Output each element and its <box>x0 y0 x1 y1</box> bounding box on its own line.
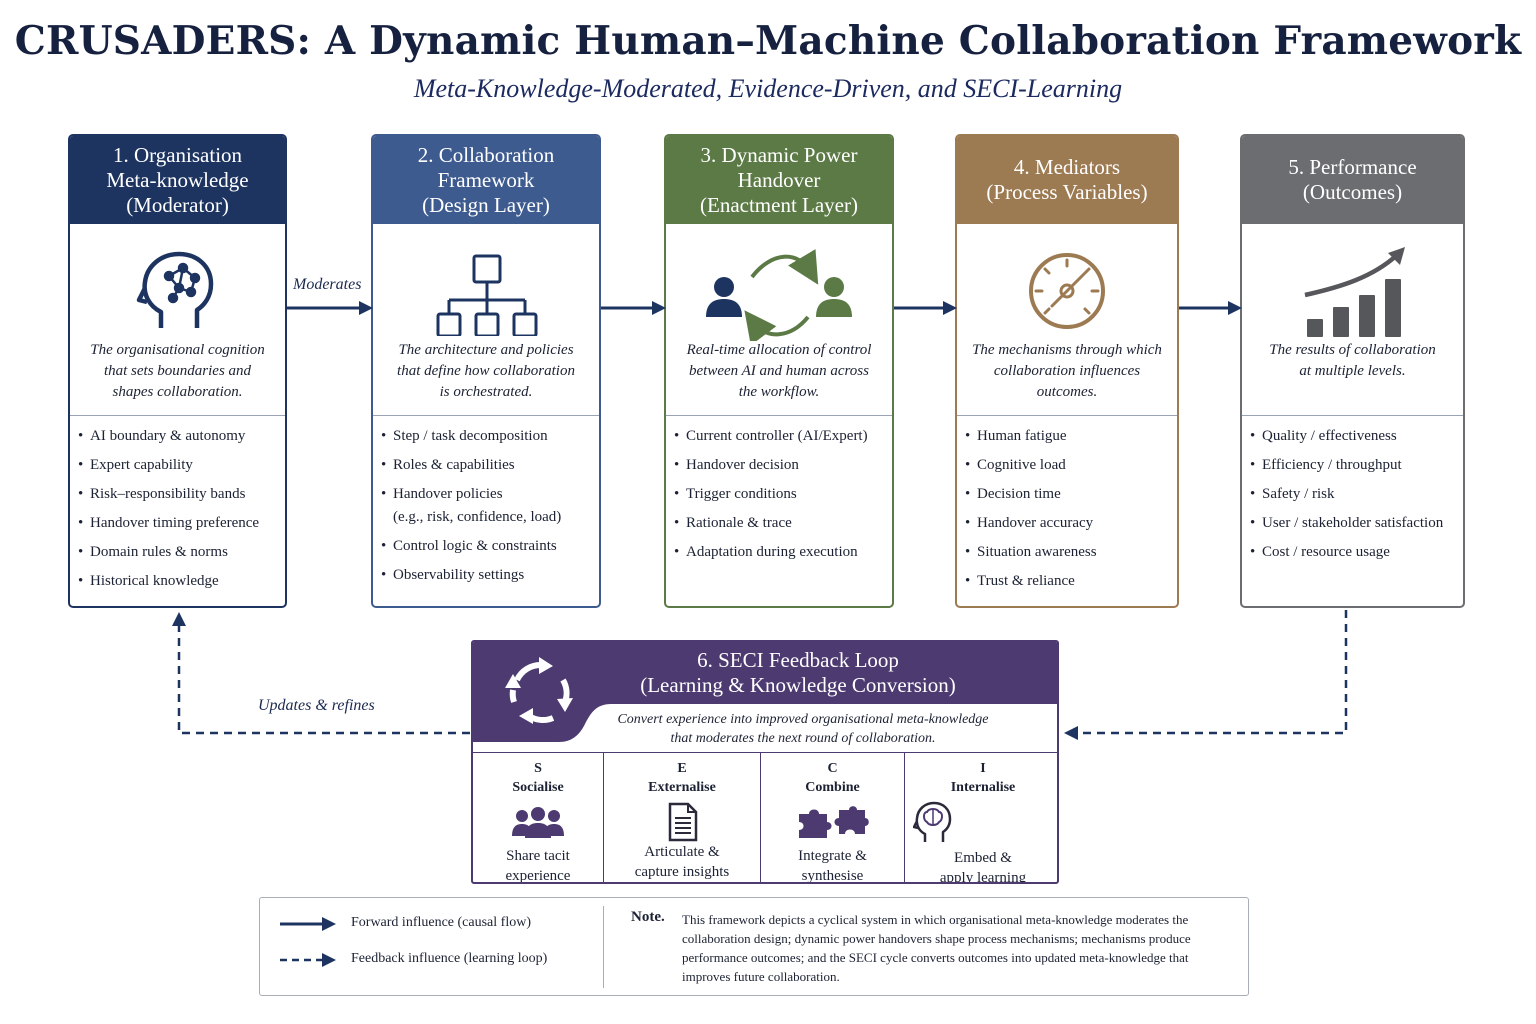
list-item: Trust & reliance <box>965 573 1173 590</box>
seci-feedback-loop: 6. SECI Feedback Loop (Learning & Knowle… <box>471 640 1059 884</box>
card-organisation-meta-knowledge: 1. Organisation Meta-knowledge (Moderato… <box>68 134 287 608</box>
page-subtitle: Meta-Knowledge-Moderated, Evidence-Drive… <box>413 74 1123 103</box>
growth-chart-icon <box>1304 247 1405 337</box>
divider <box>603 906 604 988</box>
list-item: Trigger conditions <box>674 486 888 503</box>
updates-label: Updates & refines <box>258 697 375 714</box>
card-description: The organisational cognition that sets b… <box>90 342 265 400</box>
divider <box>957 415 1177 416</box>
list-item: User / stakeholder satisfaction <box>1250 515 1459 532</box>
moderates-label: Moderates <box>293 276 362 293</box>
card-dynamic-power-handover: 3. Dynamic Power Handover (Enactment Lay… <box>664 134 894 608</box>
gauge-icon <box>1029 253 1105 329</box>
card-description: The results of collaboration at multiple… <box>1269 342 1436 379</box>
divider <box>473 752 1057 753</box>
divider <box>373 415 599 416</box>
list-item: Observability settings <box>381 567 595 584</box>
list-item: Cost / resource usage <box>1250 544 1459 561</box>
seci-socialise: S Socialise Share tacit experience <box>505 761 571 884</box>
list-item: Step / task decomposition <box>381 428 595 445</box>
brain-head-icon <box>136 251 213 328</box>
list-item: Domain rules & norms <box>78 544 281 561</box>
list-item: Human fatigue <box>965 428 1173 445</box>
list-item: Handover decision <box>674 457 888 474</box>
divider <box>603 753 604 882</box>
card-performance: 5. Performance (Outcomes) The results of… <box>1240 134 1465 608</box>
seci-combine: C Combine Integrate & synthesise <box>798 761 869 884</box>
card-description: The mechanisms through which collaborati… <box>972 342 1162 400</box>
brain-head-icon <box>913 801 952 842</box>
document-icon <box>668 802 698 842</box>
list-item: Expert capability <box>78 457 281 474</box>
legend-forward-arrow <box>280 917 336 931</box>
list-item: Handover timing preference <box>78 515 281 532</box>
list-item: Safety / risk <box>1250 486 1459 503</box>
list-item: Situation awareness <box>965 544 1173 561</box>
card-header: 5. Performance (Outcomes) <box>1242 136 1463 224</box>
page-title: CRUSADERS: A Dynamic Human–Machine Colla… <box>14 18 1522 64</box>
seci-externalise: E Externalise Articulate & capture insig… <box>634 761 730 880</box>
card-item-list: Step / task decomposition Roles & capabi… <box>381 428 595 596</box>
divider <box>70 415 285 416</box>
card-collaboration-framework: 2. Collaboration Framework (Design Layer… <box>371 134 601 608</box>
divider <box>760 753 761 882</box>
divider <box>666 415 892 416</box>
list-item: Handover policies(e.g., risk, confidence… <box>381 486 595 526</box>
card-header: 4. Mediators (Process Variables) <box>957 136 1177 224</box>
seci-header: 6. SECI Feedback Loop (Learning & Knowle… <box>640 648 956 697</box>
hierarchy-icon <box>436 254 538 336</box>
list-item: Adaptation during execution <box>674 544 888 561</box>
list-item: Rationale & trace <box>674 515 888 532</box>
card-description: Real-time allocation of control between … <box>686 342 872 400</box>
list-item: Cognitive load <box>965 457 1173 474</box>
card-item-list: AI boundary & autonomy Expert capability… <box>78 428 281 602</box>
feedback-arrow-to-seci <box>1064 610 1348 740</box>
feedback-arrow-to-meta-knowledge <box>172 612 470 735</box>
handover-cycle-icon <box>706 249 852 341</box>
card-item-list: Human fatigue Cognitive load Decision ti… <box>965 428 1173 602</box>
card-mediators: 4. Mediators (Process Variables) The mec… <box>955 134 1179 608</box>
list-item: Control logic & constraints <box>381 538 595 555</box>
card-item-list: Quality / effectiveness Efficiency / thr… <box>1250 428 1459 573</box>
card-header: 3. Dynamic Power Handover (Enactment Lay… <box>666 136 892 224</box>
seci-internalise: I Internalise Embed & apply learning <box>905 760 1057 882</box>
legend-forward-label: Forward influence (causal flow) <box>351 915 531 930</box>
seci-description: Convert experience into improved organis… <box>617 712 989 746</box>
list-item: Current controller (AI/Expert) <box>674 428 888 445</box>
note-text: This framework depicts a cyclical system… <box>682 912 1191 984</box>
card-header: 1. Organisation Meta-knowledge (Moderato… <box>70 136 285 224</box>
list-item: Handover accuracy <box>965 515 1173 532</box>
card-item-list: Current controller (AI/Expert) Handover … <box>674 428 888 573</box>
legend-feedback-label: Feedback influence (learning loop) <box>351 951 548 966</box>
list-item: Risk–responsibility bands <box>78 486 281 503</box>
list-item: AI boundary & autonomy <box>78 428 281 445</box>
seci-header-shape <box>473 642 1057 742</box>
list-item: Quality / effectiveness <box>1250 428 1459 445</box>
puzzle-icon <box>798 806 869 838</box>
list-item: Decision time <box>965 486 1173 503</box>
group-icon <box>512 807 564 838</box>
list-item: Efficiency / throughput <box>1250 457 1459 474</box>
legend-feedback-arrow <box>280 953 336 967</box>
divider <box>1242 415 1463 416</box>
note-label: Note. <box>631 909 665 925</box>
list-item: Historical knowledge <box>78 573 281 590</box>
card-description: The architecture and policies that defin… <box>397 342 575 400</box>
card-header: 2. Collaboration Framework (Design Layer… <box>373 136 599 224</box>
divider <box>904 753 905 882</box>
legend-box <box>259 897 1249 996</box>
list-item: Roles & capabilities <box>381 457 595 474</box>
cycle-arrows-icon <box>505 657 573 724</box>
